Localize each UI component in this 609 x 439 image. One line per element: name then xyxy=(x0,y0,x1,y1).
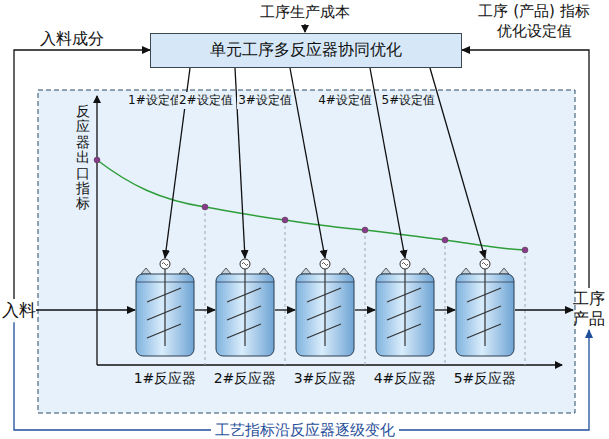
reactor-label: 4#反应器 xyxy=(374,370,437,388)
flow-label: 工艺指标沿反应器逐级变化 xyxy=(211,422,399,439)
reactor: 4#反应器 xyxy=(375,258,435,358)
flow-terminal: 工序 产品 xyxy=(573,288,605,330)
flow-label: 入料成分 xyxy=(40,29,104,50)
setpoint-label: 5#设定值 xyxy=(381,92,437,109)
flow-connector xyxy=(462,50,589,288)
flow-connector xyxy=(275,309,295,310)
node-text: 工序 产品 xyxy=(573,289,605,329)
reactor-vessel xyxy=(295,258,355,358)
node-text: 单元工序多反应器协同优化 xyxy=(210,40,402,61)
reactor-label: 5#反应器 xyxy=(454,370,517,388)
reactor: 5#反应器 xyxy=(455,258,515,358)
flow-connector xyxy=(515,309,573,310)
setpoint-label: 4#设定值 xyxy=(317,92,373,109)
process-region xyxy=(38,90,575,413)
flow-connector xyxy=(14,50,150,299)
flow-connector xyxy=(195,309,215,310)
setpoint-label: 3#设定值 xyxy=(237,92,293,109)
flow-connector xyxy=(355,309,375,310)
setpoint-label: 1#设定值 xyxy=(127,92,183,109)
flow-connector xyxy=(36,309,135,310)
reactor: 3#反应器 xyxy=(295,258,355,358)
axis-label: 反应器出口指标 xyxy=(76,104,90,212)
cost-label: 工序生产成本 xyxy=(260,3,350,22)
curve-dots xyxy=(94,157,528,253)
reactor-vessel xyxy=(135,258,195,358)
reactor-label: 2#反应器 xyxy=(214,370,277,388)
node-text: 入料 xyxy=(2,300,36,321)
flow-connector xyxy=(435,309,455,310)
flow-terminal: 入料 xyxy=(2,299,36,322)
setpoint-label: 2#设定值 xyxy=(178,92,234,109)
y-axis xyxy=(96,96,97,365)
reactor: 1#反应器 xyxy=(135,258,195,358)
reactor-label: 1#反应器 xyxy=(134,370,197,388)
reactor-vessel xyxy=(215,258,275,358)
reactor-vessel xyxy=(455,258,515,358)
reactor-vessel xyxy=(375,258,435,358)
x-axis xyxy=(97,364,562,365)
optimizer-box: 单元工序多反应器协同优化 xyxy=(150,33,462,68)
flow-label: 工序 (产品) 指标 优化设定值 xyxy=(469,2,599,41)
cost-arrow xyxy=(304,24,305,32)
reactor: 2#反应器 xyxy=(215,258,275,358)
setpoint-connector xyxy=(430,68,485,258)
reactor-label: 3#反应器 xyxy=(294,370,357,388)
